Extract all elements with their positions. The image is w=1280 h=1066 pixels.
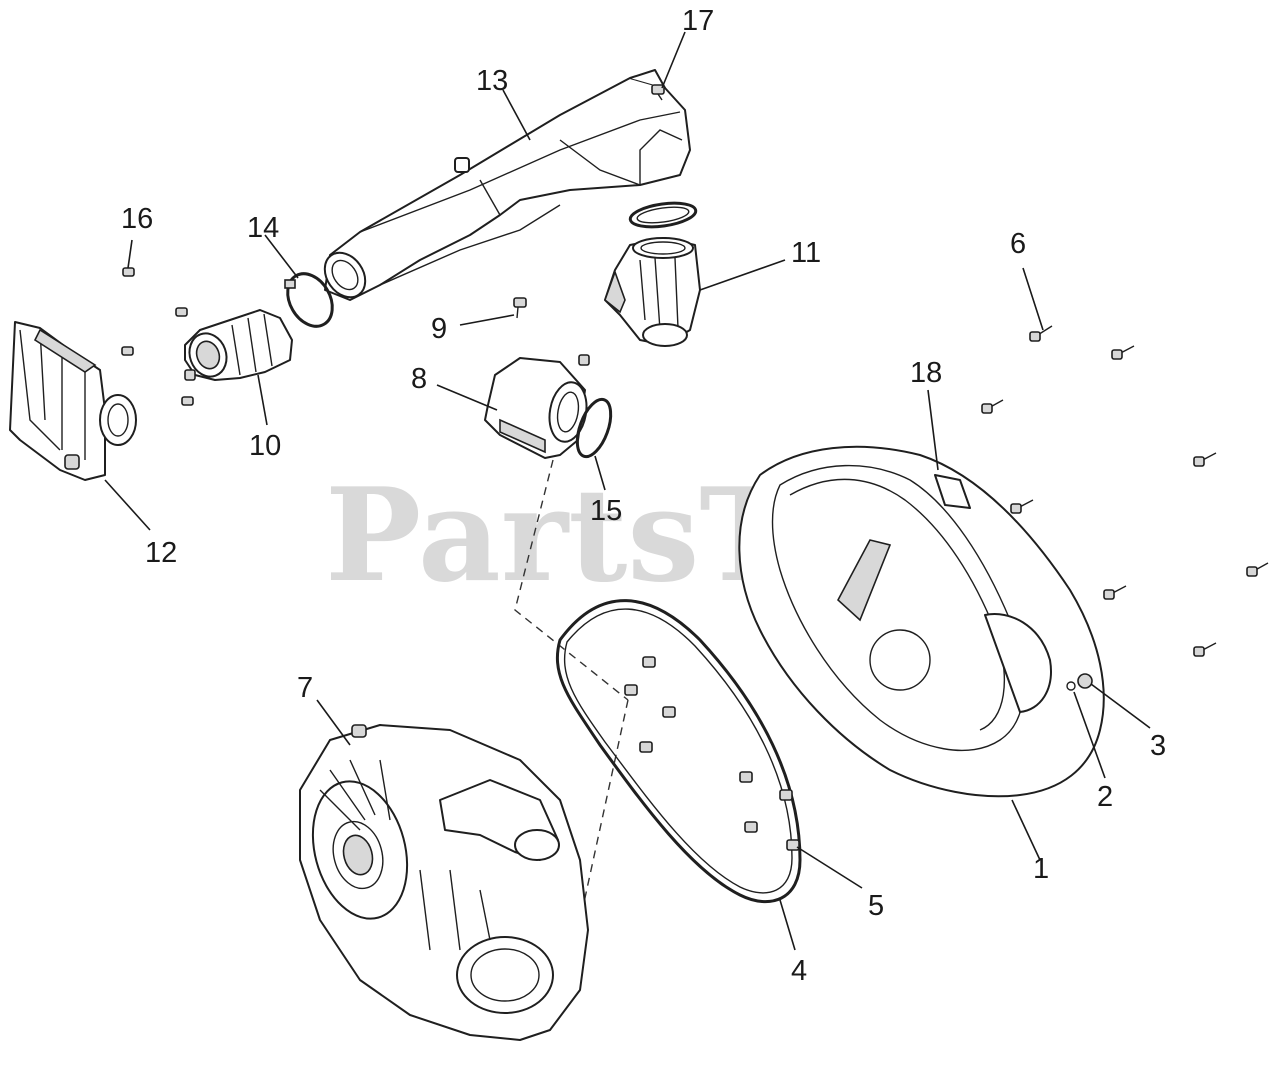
part-12-air-box[interactable] [9, 321, 137, 481]
small-screws-left[interactable] [121, 267, 194, 406]
part-3-nut[interactable] [1077, 673, 1093, 689]
part-2-washer[interactable] [1066, 681, 1076, 691]
part-10-intake-boot[interactable] [184, 309, 293, 382]
part-15-seal-ring[interactable] [571, 395, 618, 461]
part-13-intake-duct[interactable] [316, 69, 691, 305]
callout-3: 3 [1150, 730, 1166, 762]
part-4-cover-seal[interactable] [555, 599, 802, 904]
part-1-outer-cover[interactable] [738, 445, 1105, 798]
part-9-screw[interactable] [513, 297, 527, 319]
callout-7: 7 [297, 672, 313, 704]
part-7-inner-cover[interactable] [298, 724, 589, 1041]
part-11-seal-ring[interactable] [628, 200, 698, 231]
callout-18: 18 [910, 357, 942, 389]
callout-16: 16 [121, 203, 153, 235]
callout-2: 2 [1097, 781, 1113, 813]
leader-lines [104, 31, 1151, 951]
part-5-cover-screws[interactable] [624, 656, 800, 851]
callout-17: 17 [682, 5, 714, 37]
callout-6: 6 [1010, 228, 1026, 260]
part-6-cover-screws[interactable] [981, 325, 1269, 657]
assembly-dashed-lines [514, 459, 629, 931]
part-8-outlet-duct[interactable] [484, 354, 591, 459]
callout-8: 8 [411, 363, 427, 395]
callout-labels: 1 2 3 4 5 6 7 8 9 10 11 12 13 14 15 16 1… [121, 5, 1166, 987]
callout-13: 13 [476, 65, 508, 97]
callout-1: 1 [1033, 853, 1049, 885]
part-17-screw[interactable] [651, 84, 665, 101]
part-11-elbow-adapter[interactable] [604, 237, 701, 347]
callout-4: 4 [791, 955, 807, 987]
callout-5: 5 [868, 890, 884, 922]
callout-15: 15 [590, 495, 622, 527]
callout-11: 11 [791, 237, 821, 269]
callout-10: 10 [249, 430, 281, 462]
callout-14: 14 [247, 212, 279, 244]
callout-12: 12 [145, 537, 177, 569]
part-18-decal[interactable] [934, 474, 971, 509]
callout-9: 9 [431, 313, 447, 345]
